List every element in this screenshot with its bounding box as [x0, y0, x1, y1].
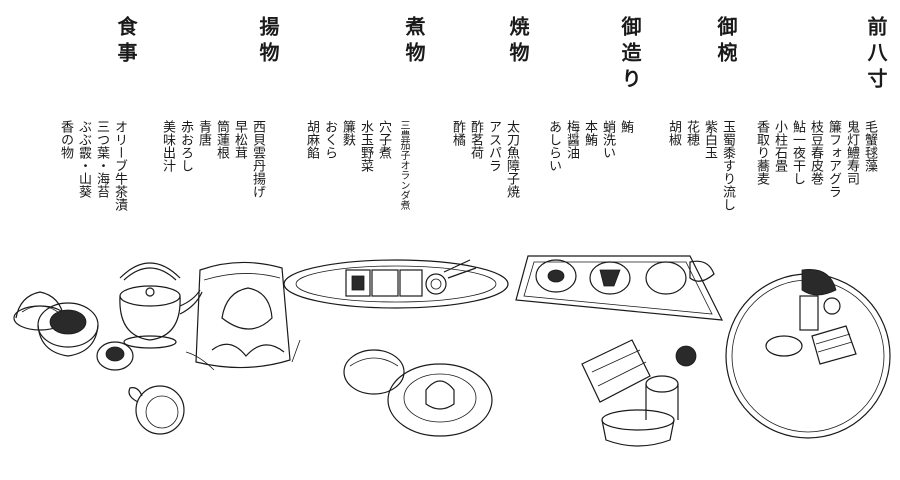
menu-item: 小柱石畳	[772, 120, 787, 172]
teapot-illustration	[119, 262, 203, 349]
menu-item: 美味出汁	[160, 120, 175, 172]
menu-item: 西貝雲丹揚げ	[250, 120, 265, 198]
course-title-otsukuri: 御造り	[618, 16, 642, 94]
menu-item: おくら	[322, 120, 337, 159]
menu-item: 酢橘	[450, 120, 465, 146]
nimono-illustration	[283, 259, 509, 437]
menu-item: 早松茸	[232, 120, 247, 159]
zenhassun-illustration	[725, 269, 891, 439]
menu-item: 三つ葉・海苔	[94, 120, 109, 198]
menu-item: 胡椒	[666, 120, 681, 146]
course-items-nimono: 三豊茄子オランダ煮 穴子煮 水玉野菜 簾麩 おくら 胡麻餡	[302, 120, 409, 240]
menu-item: 穴子煮	[376, 120, 391, 159]
course-title-agemono: 揚物	[256, 16, 280, 68]
course-title-zenhassun: 前八寸	[864, 16, 888, 94]
menu-item: 胡麻餡	[304, 120, 319, 159]
course-items-owan: 玉蜀黍すり流し 紫白玉 花穂 胡椒	[664, 120, 735, 240]
course-title-shokuji: 食事	[114, 16, 138, 68]
course-items-otsukuri: 鮪 蛸洗い 本鮪 梅醤油 あしらい	[544, 120, 633, 240]
course-items-shokuji: オリーブ牛茶漬 三つ葉・海苔 ぶぶ霰・山葵 香の物	[56, 120, 127, 240]
menu-item: 毛蟹毬藻	[862, 120, 877, 172]
menu-item: 簾フォアグラ	[826, 120, 841, 198]
menu-item: 鮎一夜干し	[790, 120, 805, 185]
menu-item: 紫白玉	[702, 120, 717, 159]
menu-item: 花穂	[684, 120, 699, 146]
menu-item: 酢茗荷	[468, 120, 483, 159]
menu-item: 青唐	[196, 120, 211, 146]
menu-item: 三豊茄子オランダ煮	[398, 120, 409, 210]
menu-item: 赤おろし	[178, 120, 193, 172]
course-title-owan: 御椀	[714, 16, 738, 68]
course-title-nimono: 煮物	[402, 16, 426, 68]
small-bowl-illustration	[96, 341, 185, 435]
menu-item: アスパラ	[486, 120, 501, 172]
menu-item: 香の物	[58, 120, 73, 159]
course-title-yakimono: 焼物	[506, 16, 530, 68]
menu-item: 簾麩	[340, 120, 355, 146]
otsukuri-illustration	[581, 339, 697, 447]
menu-item: 枝豆春皮巻	[808, 120, 823, 185]
menu-item: 太刀魚障子焼	[504, 120, 519, 198]
menu-item: 本鮪	[582, 120, 597, 146]
menu-item: 鮪	[618, 120, 633, 133]
menu-item: 梅醤油	[564, 120, 579, 159]
course-items-yakimono: 太刀魚障子焼 アスパラ 酢茗荷 酢橘	[448, 120, 519, 240]
menu-item: 蛸洗い	[600, 120, 615, 159]
agemono-illustration	[185, 261, 301, 371]
course-items-zenhassun: 毛蟹毬藻 鬼灯鱧寿司 簾フォアグラ 枝豆春皮巻 鮎一夜干し 小柱石畳 香取り蕎麦	[752, 120, 877, 240]
menu-item: 鬼灯鱧寿司	[844, 120, 859, 185]
menu-item: 筒蓮根	[214, 120, 229, 159]
menu-item: 香取り蕎麦	[754, 120, 769, 185]
menu-item: オリーブ牛茶漬	[112, 120, 127, 211]
menu-item: ぶぶ霰・山葵	[76, 120, 91, 198]
menu-item: 玉蜀黍すり流し	[720, 120, 735, 211]
yakimono-illustration	[515, 255, 724, 321]
course-items-agemono: 西貝雲丹揚げ 早松茸 筒蓮根 青唐 赤おろし 美味出汁	[158, 120, 265, 240]
menu-item: あしらい	[546, 120, 561, 172]
lidded-bowl-illustration	[13, 291, 99, 357]
menu-item: 水玉野菜	[358, 120, 373, 172]
